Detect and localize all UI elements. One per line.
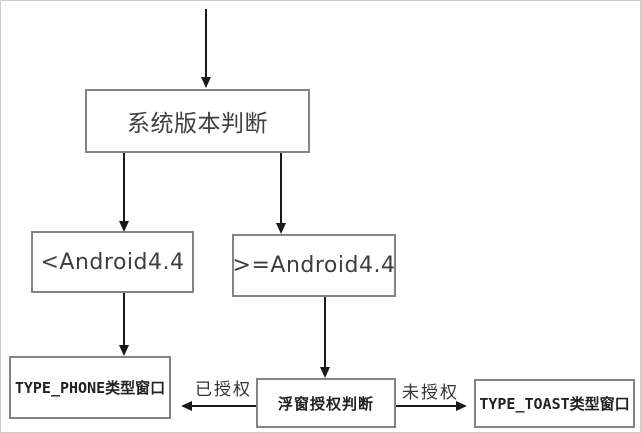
node-gte-android44: >=Android4.4: [232, 234, 396, 297]
node-lt-android44: <Android4.4: [31, 231, 194, 293]
node-float-permission: 浮窗授权判断: [256, 378, 396, 428]
node-system-version-label: 系统版本判断: [127, 111, 268, 137]
node-type-toast: TYPE_TOAST类型窗口: [474, 379, 635, 428]
edge-version-to-gte-line: [280, 153, 282, 225]
arrowhead-phone-down-icon: [119, 345, 129, 356]
arrowhead-entry-down-icon: [201, 77, 211, 88]
node-float-permission-label: 浮窗授权判断: [277, 394, 374, 413]
arrowhead-unauthorized-right-icon: [456, 401, 467, 411]
edge-lt-to-phone-line: [123, 293, 125, 346]
arrowhead-lt-down-icon: [119, 221, 129, 232]
arrowhead-authorized-left-icon: [181, 401, 192, 411]
edge-gte-to-permission-line: [324, 297, 326, 368]
node-gte-android44-label: >=Android4.4: [232, 253, 396, 278]
node-type-toast-label: TYPE_TOAST类型窗口: [479, 395, 630, 413]
edge-entry-line: [205, 9, 207, 79]
edge-unauthorized-line: [396, 405, 457, 407]
edge-authorized-line: [191, 405, 256, 407]
edge-label-authorized: 已授权: [195, 380, 252, 400]
arrowhead-gte-down-icon: [276, 223, 286, 234]
node-lt-android44-label: <Android4.4: [40, 249, 185, 275]
arrowhead-permission-down-icon: [320, 367, 330, 378]
node-type-phone-label: TYPE_PHONE类型窗口: [14, 379, 166, 397]
node-type-phone: TYPE_PHONE类型窗口: [9, 356, 171, 419]
node-system-version: 系统版本判断: [85, 89, 310, 153]
edge-version-to-lt-line: [123, 153, 125, 223]
edge-label-unauthorized: 未授权: [402, 383, 459, 403]
